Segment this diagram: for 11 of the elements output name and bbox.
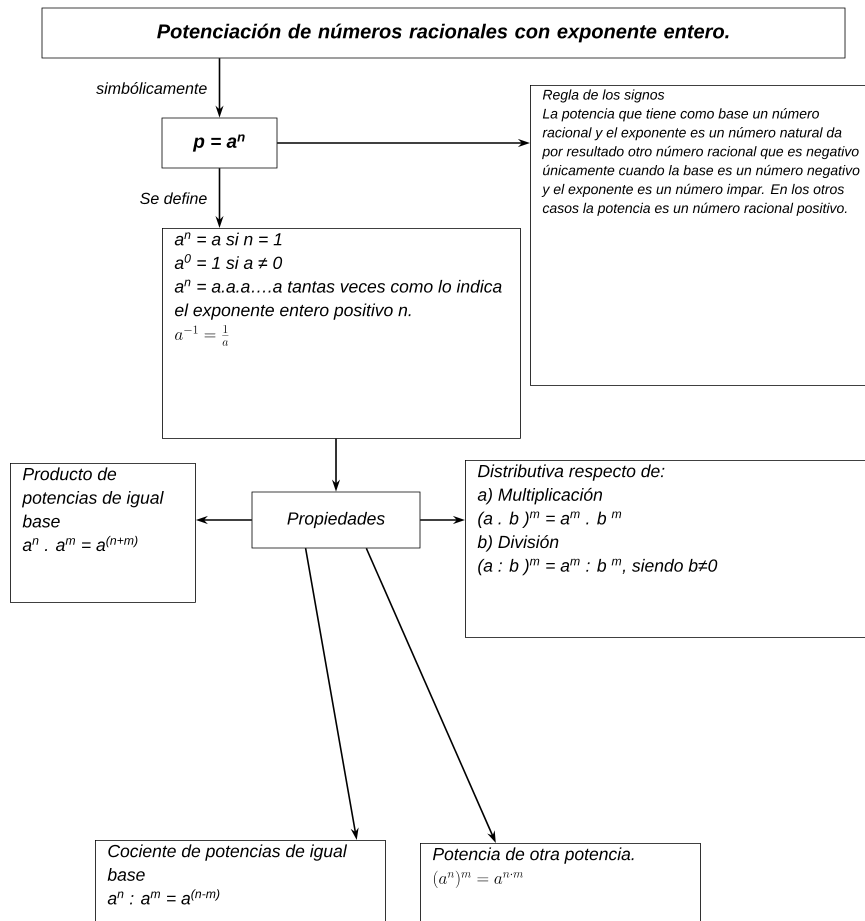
property-box: Cociente de potencias de igual base a$^{n}$ : a$^{m}$ = a$^{(n-m)}$	[95, 840, 386, 921]
edge-label: Se define	[138, 190, 210, 206]
rule-box: Regla de los signos La potencia que tiene como base un número racional y el exponente es un número natural da por resultado otro número racional que es negativo únicamente cuando la base es un número negativo y el exponente es un número impar. En los otros casos la potencia es un número racional positivo.	[530, 85, 865, 386]
property-box: Distributiva respecto de: a) Multiplicación (a . b )$^{m}$ = a$^{m}$ . b $^{m}$ b) División (a : b )$^{m}$ = a$^{m}$ : b $^{m}$, siendo b≠0	[465, 460, 865, 638]
edge-label: simbólicamente	[94, 80, 210, 96]
property-box: Potencia de otra potencia. $(a^{n})^{m} = a^{n\cdot m}$	[420, 843, 701, 921]
property-box: Producto de potencias de igual base a$^{n}$ . a$^{m}$ = a$^{(n+m)}$	[10, 463, 196, 603]
definition-box: a$^{n}$ = a si n = 1 a$^{0}$ = 1 si a ≠ 0 a$^{n}$ = a.a.a….a tantas veces como lo indica el exponente entero positivo n. $a^{-1} = \frac{1}{a}$	[162, 228, 521, 439]
formula-box: p = a$^{n}$	[162, 118, 278, 168]
concept-box: Propiedades	[252, 492, 420, 548]
title-box: Potenciación de números racionales con exponente entero.	[42, 8, 846, 58]
